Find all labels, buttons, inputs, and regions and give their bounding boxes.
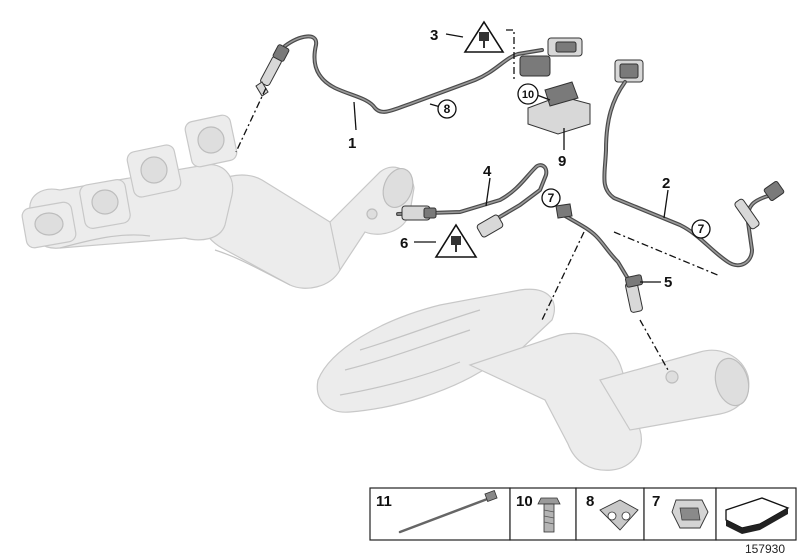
legend-item-8[interactable]: 8	[575, 487, 645, 541]
bolt-icon	[537, 497, 561, 533]
gasket-shim-icon	[725, 497, 790, 534]
diagram-id: 157930	[745, 542, 785, 556]
cable-holder-icon	[599, 499, 639, 531]
mounting-bracket-9[interactable]	[527, 81, 591, 135]
cable-tie-icon	[398, 490, 498, 534]
leader-lines	[353, 33, 669, 283]
callout-9: 9	[558, 153, 566, 170]
callout-6: 6	[400, 235, 408, 252]
oxygen-sensor-1[interactable]	[255, 34, 583, 114]
circled-ref-7-middle: 7	[541, 188, 561, 208]
oxygen-sensor-5[interactable]	[555, 203, 643, 313]
circled-ref-8-label: 8	[444, 102, 451, 116]
callout-1: 1	[348, 135, 356, 152]
legend-item-shim[interactable]	[715, 487, 797, 541]
circled-ref-7-middle-label: 7	[548, 191, 555, 205]
oxygen-sensor-2[interactable]	[602, 59, 785, 268]
warning-triangle-plug-icon-mid	[434, 223, 478, 258]
callout-5: 5	[664, 274, 672, 291]
circled-ref-7-right: 7	[691, 219, 711, 239]
legend-item-11[interactable]: 11	[369, 487, 511, 541]
legend-num-11: 11	[376, 493, 392, 510]
circled-ref-10-label: 10	[522, 89, 534, 101]
reference-dash-lines	[235, 29, 721, 371]
callout-4: 4	[483, 163, 492, 180]
circled-ref-7-right-label: 7	[698, 222, 705, 236]
exhaust-manifold-lower	[316, 288, 750, 471]
circled-ref-8: 8	[437, 99, 457, 119]
exhaust-manifold-upper	[21, 114, 415, 289]
legend-num-7: 7	[652, 493, 660, 510]
legend-num-10: 10	[516, 493, 533, 510]
warning-triangle-plug-icon-top	[463, 20, 505, 53]
legend-item-7[interactable]: 7	[643, 487, 717, 541]
callout-2: 2	[662, 175, 670, 192]
legend-item-10[interactable]: 10	[509, 487, 577, 541]
legend-num-8: 8	[586, 493, 594, 510]
callout-3: 3	[430, 27, 438, 44]
clip-icon	[671, 499, 709, 529]
oxygen-sensor-4[interactable]	[396, 163, 549, 238]
circled-ref-10: 10	[517, 83, 539, 105]
legend-strip: 11 10 8	[369, 487, 797, 541]
